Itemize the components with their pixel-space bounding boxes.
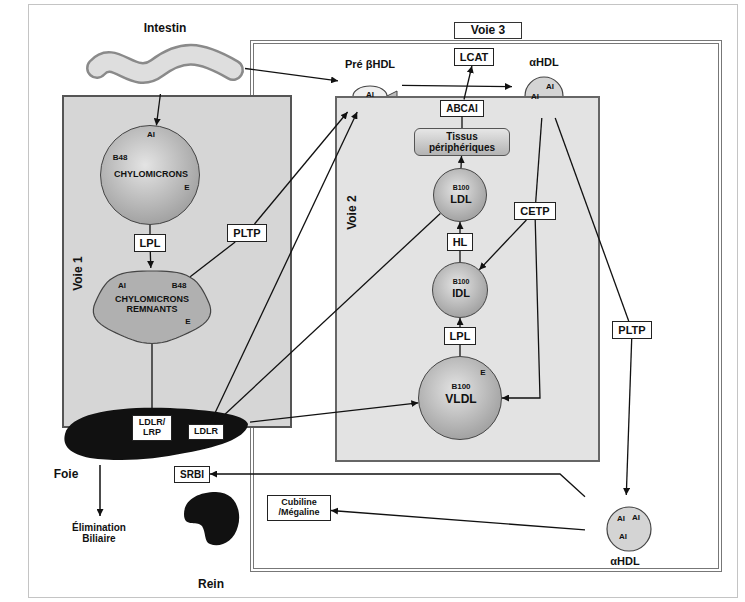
node-label: AI bbox=[615, 515, 627, 524]
particle-shape bbox=[607, 507, 651, 551]
node-label: AI bbox=[630, 514, 642, 523]
node-label: AI bbox=[361, 91, 379, 100]
region-label: Voie 3 bbox=[454, 22, 522, 39]
pathway-region: Voie 1AIB48CHYLOMICRONSELPLPLTPAIB48CHYL… bbox=[62, 95, 292, 428]
intestine-fill bbox=[97, 55, 233, 73]
box-label: PLTP bbox=[233, 227, 260, 239]
node-label: E bbox=[477, 369, 489, 378]
node-label: IDL bbox=[433, 287, 489, 299]
node-label: B100 bbox=[419, 383, 503, 392]
node-label: AI bbox=[114, 282, 130, 291]
node-label: B48 bbox=[107, 154, 133, 163]
receptor-box: SRBI bbox=[174, 466, 210, 483]
box-label: LDLR bbox=[194, 427, 218, 437]
node-label: B100 bbox=[433, 278, 489, 286]
enzyme-box: PLTP bbox=[612, 321, 651, 339]
node-label: Foie bbox=[46, 468, 86, 481]
region-label: Voie 2 bbox=[346, 186, 359, 240]
node-label: Rein bbox=[176, 578, 246, 591]
connector bbox=[402, 85, 512, 86]
organ-illustration: FoieLDLR/ LRPLDLR bbox=[60, 404, 250, 462]
node-label: Intestin bbox=[85, 22, 245, 35]
pathway-region: Voie 2ABCAITissus périphériquesB100LDLCE… bbox=[335, 96, 600, 462]
pathway-region: Voie 3Pré βHDLAILCATαHDLAIAIVoie 2ABCAIT… bbox=[250, 40, 722, 572]
box-label: LPL bbox=[450, 330, 471, 342]
enzyme-box: LPL bbox=[134, 234, 167, 252]
box-label: LPL bbox=[140, 237, 161, 249]
box-label: ABCAI bbox=[446, 103, 478, 114]
lipoprotein-particle: B100IDL bbox=[432, 262, 488, 318]
receptor-box: LDLR/ LRP bbox=[132, 415, 172, 441]
transporter-box: ABCAI bbox=[440, 100, 484, 117]
organ-illustration: Rein bbox=[176, 488, 246, 596]
receptor-box: LDLR bbox=[188, 424, 224, 440]
node-label: αHDL bbox=[512, 56, 576, 68]
connector bbox=[464, 66, 472, 100]
node-label: B48 bbox=[168, 282, 190, 291]
node-label: LDL bbox=[434, 193, 488, 205]
receptor-box: Cubiline /Mégaline bbox=[267, 495, 331, 521]
region-label: Voie 1 bbox=[72, 247, 85, 301]
enzyme-box: CETP bbox=[514, 202, 555, 220]
remnant-shape bbox=[93, 271, 210, 344]
node-label: B100 bbox=[434, 184, 488, 192]
node-label: E bbox=[181, 184, 193, 193]
box-label: PLTP bbox=[618, 324, 645, 336]
box-label: LCAT bbox=[460, 51, 489, 63]
connector bbox=[210, 474, 585, 497]
enzyme-box: HL bbox=[447, 233, 474, 251]
node-label: Pré βHDL bbox=[338, 58, 402, 70]
box-label: CETP bbox=[520, 205, 549, 217]
tissue-box: Tissus périphériques bbox=[414, 128, 510, 156]
kidney-shape bbox=[184, 492, 239, 545]
node-label: E bbox=[182, 318, 194, 327]
note-label: Élimination Biliaire bbox=[56, 522, 142, 544]
node-label: AI bbox=[617, 533, 629, 542]
lipoprotein-particle: AIAIAIαHDL bbox=[585, 495, 665, 571]
enzyme-box: LCAT bbox=[454, 48, 495, 66]
lipoprotein-particle: B100LDL bbox=[433, 168, 487, 222]
figure-frame bbox=[29, 5, 738, 598]
box-label: Tissus périphériques bbox=[420, 131, 504, 153]
connector bbox=[331, 511, 585, 530]
box-label: SRBI bbox=[180, 469, 204, 480]
box-label: LDLR/ LRP bbox=[138, 418, 166, 438]
box-label: Cubiline /Mégaline bbox=[273, 498, 325, 518]
intestine-outline bbox=[97, 55, 233, 73]
node-label: AI bbox=[141, 131, 161, 140]
node-label: CHYLOMICRONS bbox=[101, 170, 201, 180]
node-label: CHYLOMICRONS REMNANTS bbox=[102, 295, 202, 315]
node-label: VLDL bbox=[419, 393, 503, 406]
bile-arrow bbox=[99, 465, 101, 516]
connector bbox=[245, 69, 338, 81]
lipoprotein-particle: B100VLDL E bbox=[418, 356, 502, 440]
liver-shape bbox=[64, 408, 248, 460]
enzyme-box: PLTP bbox=[227, 224, 266, 242]
node-label: AI bbox=[543, 83, 557, 92]
connector bbox=[626, 339, 631, 495]
box-label: HL bbox=[453, 236, 468, 248]
organ-illustration: Intestin bbox=[85, 22, 245, 94]
lipoprotein-particle: AI B48CHYLOMICRONS REMNANTS E bbox=[92, 268, 212, 344]
lipoprotein-particle: AI B48CHYLOMICRONS E bbox=[100, 125, 200, 225]
node-label: AI bbox=[528, 93, 542, 102]
enzyme-box: LPL bbox=[444, 327, 477, 345]
node-label: αHDL bbox=[585, 555, 665, 567]
